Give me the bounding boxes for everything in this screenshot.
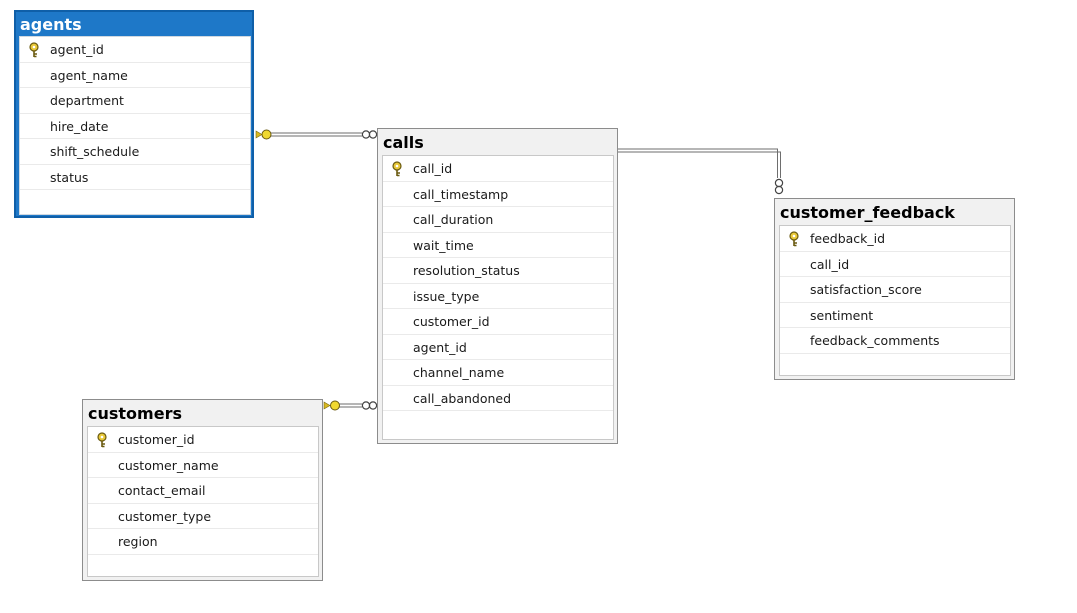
column-row[interactable]: customer_name (88, 453, 318, 478)
one-end-key-icon (323, 400, 340, 411)
relationship-customers-calls[interactable] (323, 400, 378, 411)
column-name: hire_date (50, 118, 109, 134)
column-name: call_id (413, 161, 453, 176)
primary-key-icon (29, 42, 39, 58)
column-row[interactable]: channel_name (383, 360, 613, 386)
relationship-calls-customer-feedback[interactable] (618, 148, 784, 195)
table-title-customer-feedback[interactable]: customer_feedback (780, 203, 955, 222)
column-name: call_timestamp (413, 186, 509, 202)
column-name: customer_id (118, 432, 195, 447)
column-row[interactable]: agent_id (20, 37, 250, 63)
table-title-customers[interactable]: customers (88, 404, 182, 423)
column-row[interactable]: customer_id (88, 427, 318, 453)
column-row[interactable]: call_duration (383, 207, 613, 233)
column-row[interactable]: wait_time (383, 233, 613, 258)
column-row[interactable]: customer_id (383, 309, 613, 335)
column-row[interactable]: status (20, 165, 250, 190)
column-name: call_duration (413, 212, 494, 227)
column-name: call_abandoned (413, 390, 512, 406)
column-row[interactable]: contact_email (88, 478, 318, 504)
column-name: agent_id (50, 42, 104, 57)
primary-key-icon (392, 161, 402, 177)
column-row[interactable]: shift_schedule (20, 139, 250, 165)
column-row[interactable]: department (20, 88, 250, 114)
column-name: customer_id (413, 314, 490, 329)
column-row[interactable]: agent_id (383, 335, 613, 360)
one-end-key-icon (255, 129, 272, 140)
table-calls[interactable]: calls call_id call_timestamp call_durati… (377, 128, 618, 444)
column-row[interactable]: hire_date (20, 114, 250, 139)
column-row[interactable]: resolution_status (383, 258, 613, 284)
many-end-infinity-icon (361, 401, 378, 410)
column-row[interactable]: call_id (780, 252, 1010, 277)
column-name: customer_name (118, 457, 219, 473)
column-list-calls: call_id call_timestamp call_duration wai… (382, 155, 614, 440)
table-customers[interactable]: customers customer_id customer_name cont… (82, 399, 323, 581)
column-name: customer_type (118, 508, 212, 524)
column-name: shift_schedule (50, 144, 140, 159)
column-row[interactable]: agent_name (20, 63, 250, 88)
column-name: agent_id (413, 339, 467, 355)
column-name: contact_email (118, 483, 206, 498)
column-name: channel_name (413, 365, 505, 380)
many-end-infinity-icon (361, 130, 378, 139)
column-row[interactable]: issue_type (383, 284, 613, 309)
column-name: feedback_comments (810, 333, 940, 348)
table-customer-feedback[interactable]: customer_feedback feedback_id call_id sa… (774, 198, 1015, 380)
primary-key-icon (97, 432, 107, 448)
relationship-agents-calls[interactable] (255, 129, 378, 140)
column-row[interactable]: customer_type (88, 504, 318, 529)
column-name: agent_name (50, 67, 128, 83)
table-agents[interactable]: agents agent_id agent_name department hi… (14, 10, 254, 218)
column-row[interactable]: sentiment (780, 303, 1010, 328)
many-end-infinity-icon (774, 178, 784, 195)
column-name: feedback_id (810, 231, 886, 246)
column-list-customers: customer_id customer_name contact_email … (87, 426, 319, 577)
column-row[interactable]: call_timestamp (383, 182, 613, 207)
column-row[interactable]: feedback_id (780, 226, 1010, 252)
primary-key-icon (789, 231, 799, 247)
table-title-calls[interactable]: calls (383, 133, 424, 152)
column-list-customer-feedback: feedback_id call_id satisfaction_score s… (779, 225, 1011, 376)
column-row[interactable]: region (88, 529, 318, 555)
column-row[interactable]: feedback_comments (780, 328, 1010, 354)
column-name: call_id (810, 256, 850, 272)
column-name: issue_type (413, 288, 480, 304)
column-name: wait_time (413, 237, 474, 253)
column-row[interactable]: call_abandoned (383, 386, 613, 411)
column-name: status (50, 169, 89, 185)
column-name: sentiment (810, 307, 874, 323)
column-name: region (118, 534, 158, 549)
column-name: resolution_status (413, 263, 520, 278)
table-title-agents[interactable]: agents (20, 15, 82, 34)
column-row[interactable]: call_id (383, 156, 613, 182)
column-name: satisfaction_score (810, 282, 922, 297)
column-name: department (50, 93, 124, 108)
column-list-agents: agent_id agent_name department hire_date… (19, 36, 251, 215)
column-row[interactable]: satisfaction_score (780, 277, 1010, 303)
